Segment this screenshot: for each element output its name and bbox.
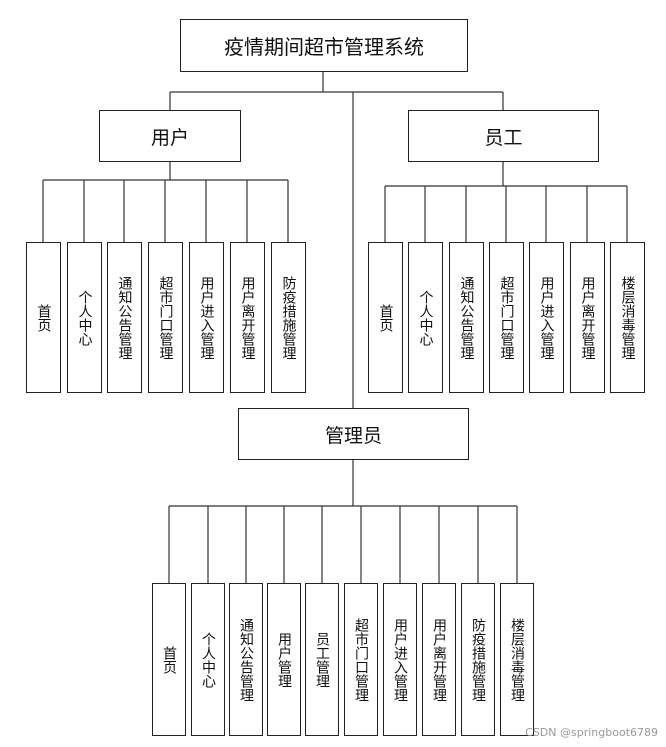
user-module-home: 首页 xyxy=(26,242,61,393)
admin-module-staff: 员工管理 xyxy=(305,583,339,736)
staff-module-entrance: 超市门口管理 xyxy=(489,242,524,393)
admin-module-prevention: 防疫措施管理 xyxy=(461,583,495,736)
staff-module-exit: 用户离开管理 xyxy=(570,242,605,393)
user-module-entry: 用户进入管理 xyxy=(189,242,224,393)
user-module-exit: 用户离开管理 xyxy=(230,242,265,393)
staff-module-home: 首页 xyxy=(368,242,403,393)
user-module-profile: 个人中心 xyxy=(67,242,102,393)
group-user: 用户 xyxy=(99,110,241,162)
admin-module-disinfection: 楼层消毒管理 xyxy=(500,583,534,736)
staff-module-disinfection: 楼层消毒管理 xyxy=(610,242,645,393)
staff-module-profile: 个人中心 xyxy=(408,242,443,393)
admin-module-entrance: 超市门口管理 xyxy=(344,583,378,736)
user-module-prevention: 防疫措施管理 xyxy=(271,242,306,393)
admin-module-users: 用户管理 xyxy=(267,583,301,736)
user-module-entrance: 超市门口管理 xyxy=(148,242,183,393)
admin-module-profile: 个人中心 xyxy=(191,583,225,736)
group-admin: 管理员 xyxy=(238,408,469,460)
admin-module-entry: 用户进入管理 xyxy=(383,583,417,736)
staff-module-notice: 通知公告管理 xyxy=(449,242,484,393)
staff-module-entry: 用户进入管理 xyxy=(529,242,564,393)
admin-module-home: 首页 xyxy=(152,583,186,736)
watermark: CSDN @springboot6789 xyxy=(525,726,658,739)
admin-module-exit: 用户离开管理 xyxy=(422,583,456,736)
admin-module-notice: 通知公告管理 xyxy=(229,583,263,736)
system-title: 疫情期间超市管理系统 xyxy=(180,19,468,72)
user-module-notice: 通知公告管理 xyxy=(107,242,142,393)
group-staff: 员工 xyxy=(408,110,599,162)
